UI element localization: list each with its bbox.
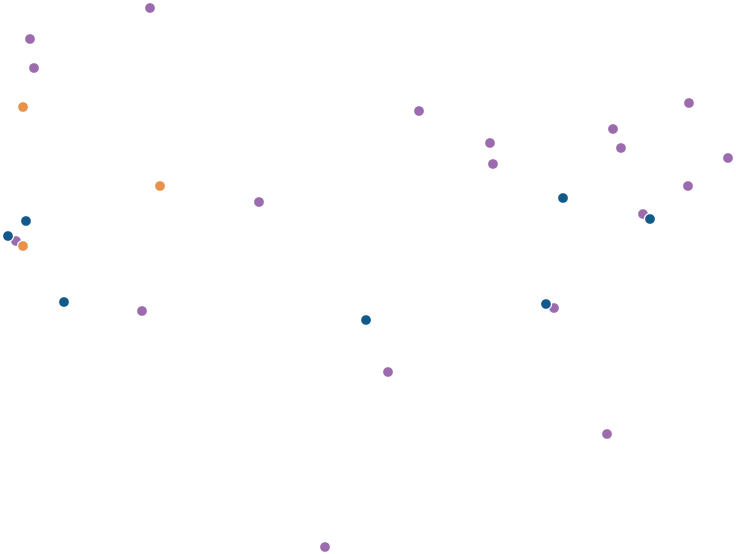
series-1 xyxy=(16,100,167,253)
scatter-point xyxy=(27,61,41,75)
scatter-point xyxy=(143,1,157,15)
series-2 xyxy=(1,191,657,327)
scatter-point xyxy=(16,239,30,253)
scatter-point xyxy=(318,540,332,554)
scatter-point xyxy=(556,191,570,205)
scatter-point xyxy=(381,365,395,379)
scatter-point xyxy=(57,295,71,309)
scatter-point xyxy=(359,313,373,327)
scatter-point xyxy=(721,151,735,165)
scatter-point xyxy=(483,136,497,150)
scatter-point xyxy=(412,104,426,118)
scatter-point xyxy=(539,297,553,311)
series-0 xyxy=(9,1,735,554)
scatter-point xyxy=(153,179,167,193)
scatter-point xyxy=(1,229,15,243)
scatter-point xyxy=(606,122,620,136)
scatter-point xyxy=(614,141,628,155)
scatter-point xyxy=(643,212,657,226)
scatter-point xyxy=(16,100,30,114)
scatter-point xyxy=(682,96,696,110)
scatter-point xyxy=(19,214,33,228)
scatter-point xyxy=(252,195,266,209)
scatter-point xyxy=(23,32,37,46)
scatter-point xyxy=(600,427,614,441)
scatter-point xyxy=(681,179,695,193)
scatter-point xyxy=(135,304,149,318)
scatter-point xyxy=(486,157,500,171)
